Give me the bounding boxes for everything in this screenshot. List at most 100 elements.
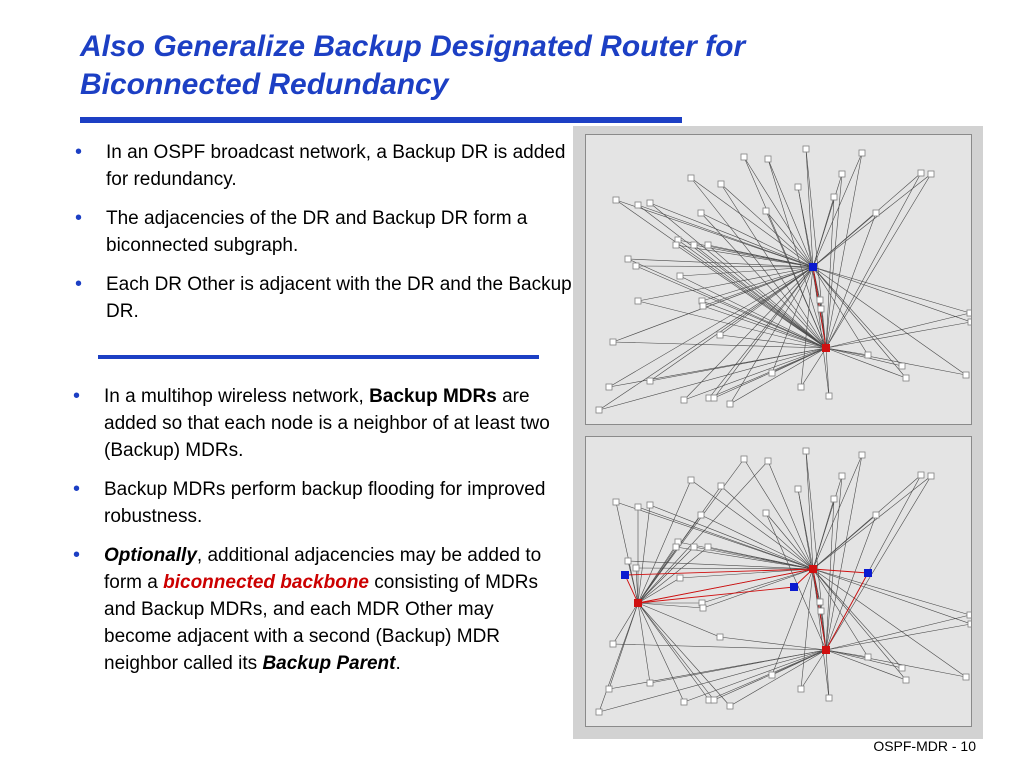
node-other	[697, 209, 705, 217]
adjacency-edge	[767, 460, 814, 570]
adjacency-edge	[679, 275, 827, 349]
adjacency-edge	[800, 266, 814, 388]
mdr-node	[809, 565, 817, 573]
node-other	[768, 671, 776, 679]
adjacency-edge	[708, 266, 814, 399]
node-other	[646, 199, 654, 207]
node-other	[830, 193, 838, 201]
node-other	[864, 351, 872, 359]
node-other	[612, 498, 620, 506]
adjacency-edge	[743, 458, 814, 570]
node-other	[898, 664, 906, 672]
adjacency-edge	[825, 614, 971, 651]
adjacency-edge	[825, 312, 971, 349]
node-other	[687, 174, 695, 182]
adjacency-edge	[637, 602, 710, 701]
adjacency-edge	[627, 258, 814, 268]
adjacency-edge	[693, 244, 827, 349]
adjacency-edge	[637, 514, 702, 604]
bullet-item: •Backup MDRs perform backup flooding for…	[73, 476, 564, 530]
node-other	[816, 598, 824, 606]
bullet-text: are added so that each node is a neighbo…	[104, 386, 550, 461]
node-other	[817, 607, 825, 615]
adjacency-edge	[637, 458, 745, 604]
node-other	[676, 272, 684, 280]
node-other	[634, 201, 642, 209]
adjacency-edge	[637, 602, 685, 703]
node-other	[740, 153, 748, 161]
bullet-highlight-term: biconnected backbone	[163, 572, 369, 593]
adjacency-edge	[701, 266, 814, 302]
node-other	[858, 149, 866, 157]
backbone-edge	[637, 568, 814, 604]
adjacency-edge	[708, 649, 827, 701]
adjacency-edge	[812, 475, 932, 570]
adjacency-edge	[825, 649, 903, 669]
adjacency-edge	[637, 204, 827, 349]
node-other	[632, 262, 640, 270]
broadcast-network-graph-svg	[595, 145, 971, 414]
adjacency-edge	[812, 212, 877, 268]
adjacency-edge	[677, 239, 827, 349]
adjacency-edge	[615, 501, 814, 570]
adjacency-edge	[702, 266, 814, 307]
adjacency-edge	[637, 266, 814, 302]
adjacency-edge	[800, 568, 814, 690]
broadcast-network-graph	[585, 134, 972, 425]
bullet-text: In a multihop wireless network,	[104, 386, 370, 407]
adjacency-edge	[700, 514, 814, 570]
bullet-emphasis: Backup Parent	[262, 653, 396, 674]
adjacency-edge	[637, 546, 709, 604]
adjacency-edge	[713, 266, 814, 399]
node-other	[917, 471, 925, 479]
node-other	[632, 564, 640, 572]
adjacency-edge	[812, 568, 971, 625]
node-other	[716, 331, 724, 339]
adjacency-edge	[707, 244, 814, 268]
adjacency-edge	[812, 568, 869, 658]
adjacency-edge	[637, 204, 814, 268]
adjacency-edge	[812, 568, 907, 681]
adjacency-edge	[683, 266, 814, 401]
adjacency-edge	[825, 172, 922, 349]
adjacency-edge	[701, 300, 827, 349]
adjacency-edge	[707, 244, 827, 349]
adjacency-edge	[812, 498, 835, 570]
adjacency-edge	[812, 266, 903, 367]
adjacency-edge	[825, 454, 863, 651]
adjacency-edge	[701, 568, 814, 604]
node-other	[699, 302, 707, 310]
node-other	[609, 640, 617, 648]
node-other	[726, 400, 734, 408]
backbone-edge	[624, 568, 814, 576]
adjacency-edge	[690, 177, 827, 349]
adjacency-edge	[683, 649, 827, 703]
adjacency-edge	[612, 341, 827, 349]
adjacency-edge	[635, 265, 827, 349]
node-layer	[595, 447, 971, 716]
adjacency-edge	[765, 210, 814, 268]
dr-node	[809, 263, 817, 271]
node-other	[927, 170, 935, 178]
adjacency-edge	[649, 202, 814, 268]
adjacency-edge	[729, 347, 827, 405]
adjacency-edge	[812, 196, 835, 268]
bullet-bold-term: Backup MDRs	[369, 386, 497, 407]
node-other	[967, 318, 971, 326]
adjacency-edge	[719, 636, 827, 651]
adjacency-edge	[612, 602, 639, 645]
node-other	[676, 574, 684, 582]
adjacency-lines	[598, 450, 971, 713]
node-other	[902, 374, 910, 382]
adjacency-edge	[702, 305, 827, 349]
node-other	[838, 170, 846, 178]
bullet-item: •In a multihop wireless network, Backup …	[73, 383, 564, 464]
node-other	[704, 241, 712, 249]
adjacency-edge	[812, 266, 907, 379]
adjacency-edge	[825, 347, 903, 367]
node-other	[680, 698, 688, 706]
adjacency-edge	[805, 148, 814, 268]
node-other	[898, 362, 906, 370]
adjacency-edge	[825, 649, 967, 678]
bullet-text: The adjacencies of the DR and Backup DR …	[106, 208, 528, 256]
